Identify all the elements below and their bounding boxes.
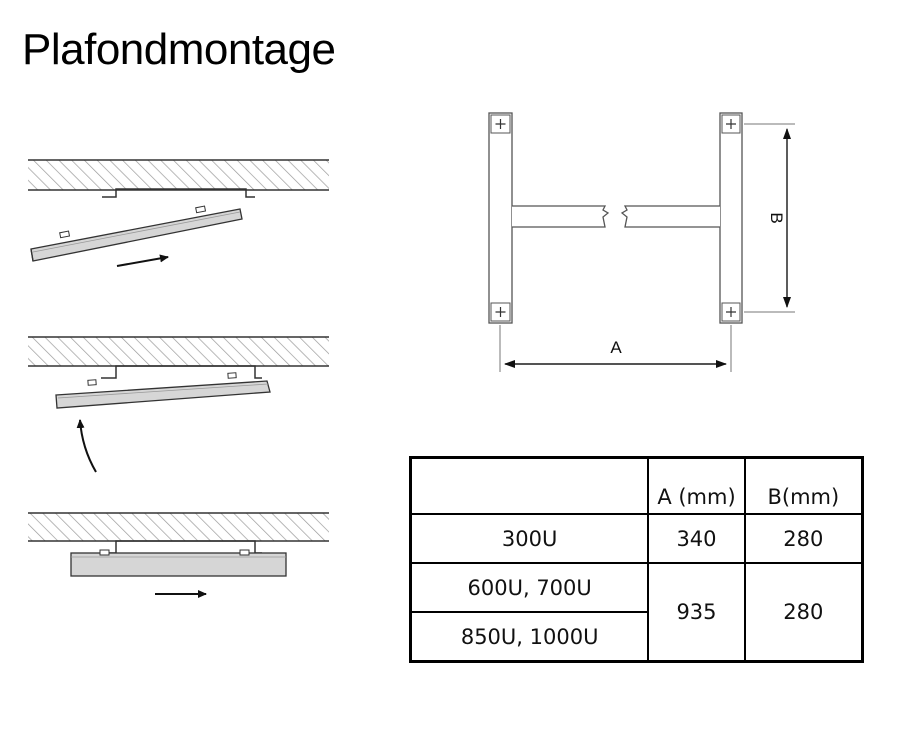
- cell-model: 600U, 700U: [409, 562, 650, 613]
- ceiling-hatch: [28, 160, 329, 190]
- dimension-table: A (mm) B(mm) 300U 340 280 600U, 700U 935…: [409, 456, 864, 663]
- ceiling-hatch: [28, 337, 329, 366]
- mounting-bracket: [100, 540, 262, 554]
- cell-model: 850U, 1000U: [409, 611, 650, 663]
- heater-panel: [55, 372, 271, 409]
- cell-a: 935: [647, 562, 746, 663]
- cell-model: 300U: [409, 513, 650, 564]
- table-row: 300U 340 280: [409, 513, 864, 564]
- bracket-dimension-drawing: A B: [488, 112, 795, 372]
- dimension-a-label: A: [610, 338, 622, 357]
- table-row: 850U, 1000U: [409, 611, 863, 663]
- arrow-right-icon: [116, 254, 169, 267]
- cell-b: 280: [743, 513, 864, 564]
- cell-a: 340: [647, 513, 746, 564]
- page-title: Plafondmontage: [22, 25, 336, 74]
- header-model: [409, 456, 650, 515]
- cell-b: 280: [743, 562, 864, 663]
- table-header-row: A (mm) B(mm): [409, 456, 864, 515]
- table-row: 600U, 700U 935 280: [409, 562, 864, 663]
- header-b-mm: B(mm): [743, 456, 864, 515]
- dimension-b-label: B: [767, 212, 786, 223]
- mounting-step-2: [28, 336, 329, 473]
- mounting-bracket: [101, 365, 262, 379]
- mounting-bracket: [102, 188, 255, 198]
- arrow-curved-up-icon: [76, 419, 97, 473]
- ceiling-hatch: [28, 513, 329, 541]
- mounting-step-3: [28, 512, 329, 598]
- mounting-step-1: [28, 159, 329, 267]
- header-a-mm: A (mm): [647, 456, 746, 515]
- heater-panel: [30, 205, 243, 262]
- heater-panel: [70, 549, 287, 577]
